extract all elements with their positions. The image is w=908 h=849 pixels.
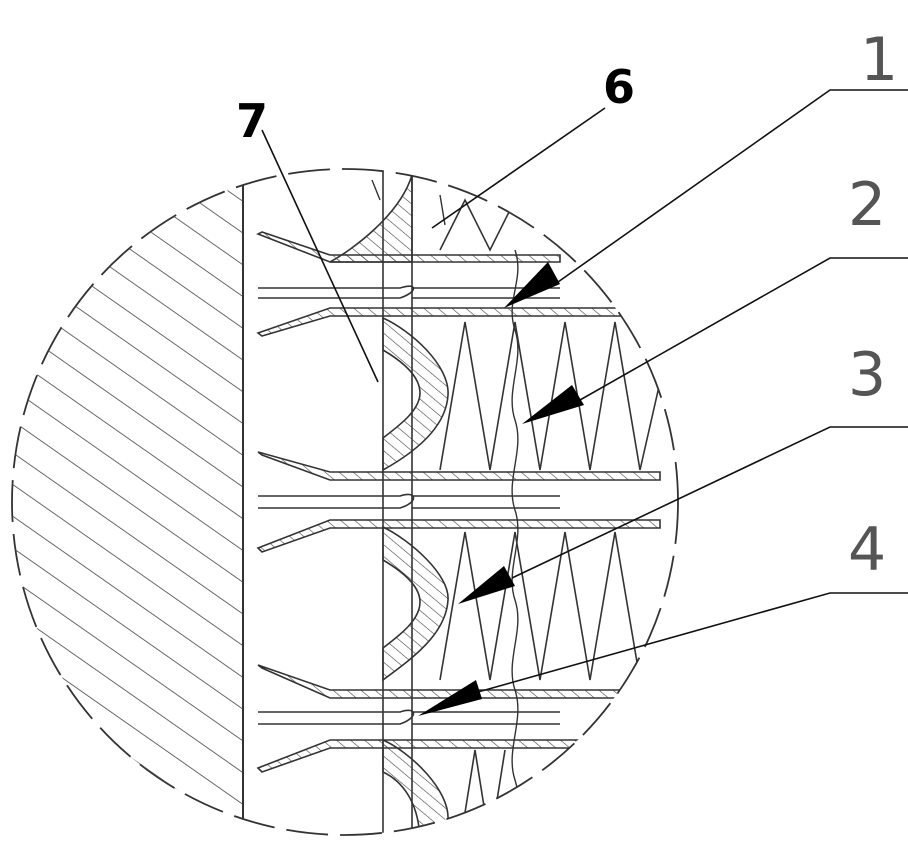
arrow-3-head [458, 566, 515, 604]
label-2: 2 [848, 170, 887, 240]
wave-segment-3 [382, 525, 449, 682]
arrow-4-head [418, 680, 482, 716]
label-6: 6 [603, 60, 636, 114]
label-4: 4 [848, 515, 887, 585]
zigzag-fin-top [439, 198, 516, 252]
label-7: 7 [236, 94, 269, 148]
zigzag-fin-bottom [459, 749, 506, 835]
label-1: 1 [860, 25, 899, 95]
wave-segment-7 [382, 316, 449, 472]
zigzag-fin-lower [439, 531, 641, 681]
wave-segment-bottom [382, 738, 449, 835]
leader-lines [261, 89, 908, 693]
hatched-wall [12, 169, 243, 835]
break-line [511, 249, 519, 835]
section-body [12, 169, 666, 835]
label-3: 3 [848, 340, 887, 410]
wave-segment-top [329, 174, 413, 263]
arrow-1-head [504, 262, 560, 308]
plate-tongues [258, 285, 560, 725]
arrowheads [418, 262, 584, 716]
arrow-2-head [522, 385, 584, 424]
zigzag-fin-upper [439, 321, 666, 471]
